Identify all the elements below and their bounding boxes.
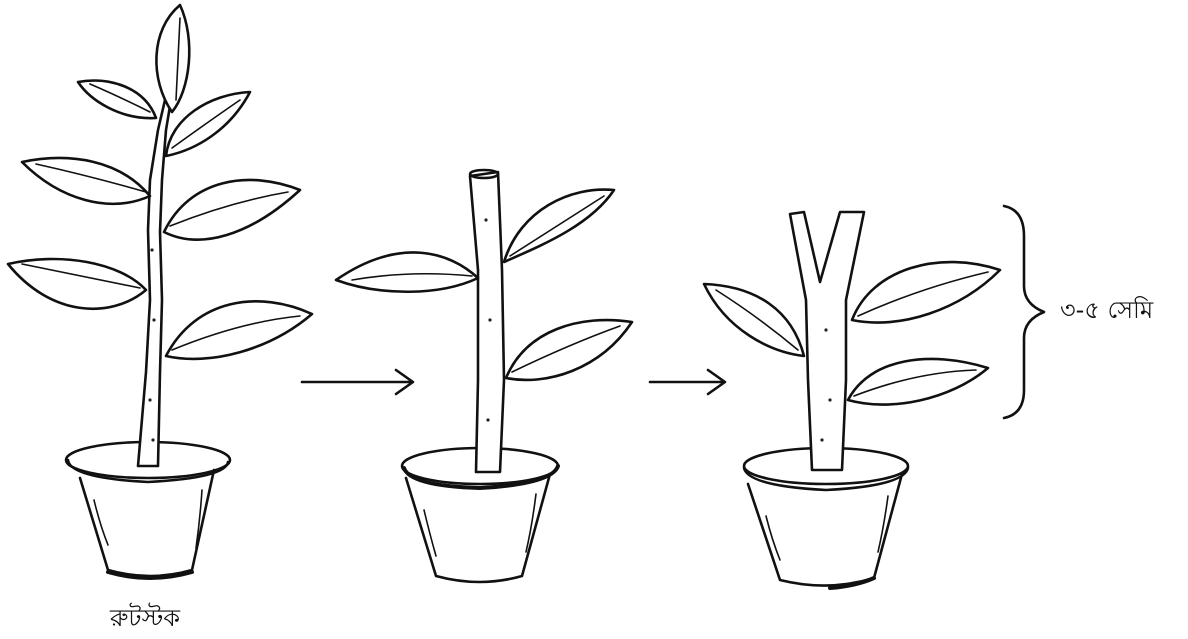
cut-length-label: ৩-৫ সেমি (1060, 296, 1154, 324)
leaf-3c (846, 357, 990, 406)
leaf-1a (155, 3, 191, 114)
leaf-2c (504, 318, 634, 382)
leaf-3b (850, 260, 1002, 324)
leaf-1b (76, 79, 158, 120)
arrow-2 (648, 368, 727, 396)
headed-back-rootstock (334, 168, 634, 584)
leaf-1d (20, 156, 152, 206)
rootstock-label: রুটস্টক (110, 604, 181, 632)
leaf-1f (6, 257, 148, 311)
pot-2 (400, 446, 560, 584)
leaf-1e (162, 178, 302, 241)
cleft-rootstock (702, 210, 1002, 590)
pot-1 (64, 440, 232, 580)
leaf-3a (702, 282, 806, 358)
arrow-1 (300, 368, 415, 396)
rootstock-plant (6, 3, 314, 580)
measurement-brace (1002, 204, 1046, 420)
leaf-1g (164, 300, 314, 361)
stem-1 (136, 68, 178, 468)
stem-2 (468, 170, 506, 474)
leaf-2a (334, 251, 480, 294)
pot-3 (742, 446, 910, 590)
stem-3 (788, 210, 866, 472)
